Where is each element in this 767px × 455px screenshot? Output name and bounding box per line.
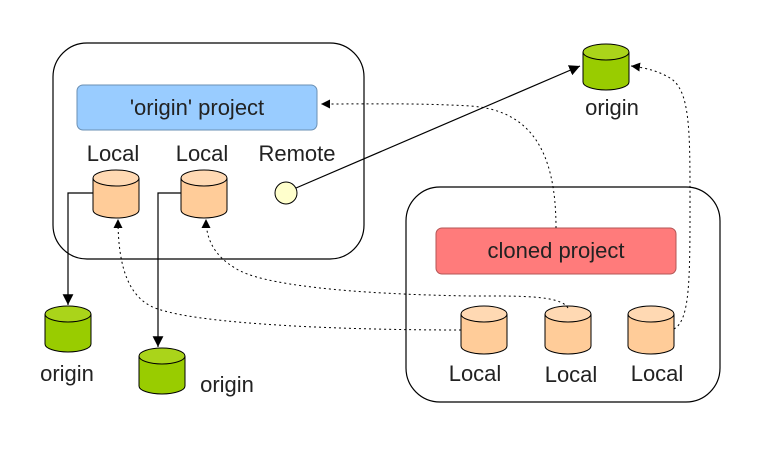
cloned-local-1-label: Local <box>449 361 502 386</box>
remote-ref-icon <box>274 181 298 205</box>
cloned-local-3-label: Local <box>631 361 684 386</box>
origin-remote-label: Remote <box>258 141 335 166</box>
origin-project-title: 'origin' project <box>130 95 264 120</box>
bottom-mid-origin-repo-icon <box>138 347 186 395</box>
origin-local-a-repo-icon <box>92 169 140 219</box>
arrow-local-b-to-origin <box>152 192 181 347</box>
arrow-local-a-to-origin <box>62 192 93 305</box>
top-right-origin-label: origin <box>585 95 639 120</box>
bottom-left-origin-repo-icon <box>44 305 92 353</box>
arrow-remote-to-origin <box>295 65 581 189</box>
dotted-arrow-cloned-to-origin-project <box>320 99 557 229</box>
origin-local-b-label: Local <box>176 141 229 166</box>
bottom-mid-origin-label: origin <box>200 372 254 397</box>
cloned-local-2-repo-icon <box>544 305 592 355</box>
top-right-origin-repo-icon <box>582 43 630 91</box>
dotted-arrow-cloned-local-1-to-local-a <box>113 218 462 331</box>
origin-project-title-box <box>76 84 318 131</box>
cloned-local-1-repo-icon <box>460 305 508 355</box>
dotted-arrow-cloned-local-3-to-top-origin <box>630 62 691 330</box>
origin-local-a-label: Local <box>87 141 140 166</box>
dotted-arrow-cloned-local-2-to-local-b <box>201 218 569 309</box>
origin-local-b-repo-icon <box>180 169 228 219</box>
cloned-local-2-label: Local <box>545 362 598 387</box>
cloned-project-title: cloned project <box>488 238 625 263</box>
bottom-left-origin-label: origin <box>40 361 94 386</box>
cloned-local-3-repo-icon <box>627 305 675 355</box>
